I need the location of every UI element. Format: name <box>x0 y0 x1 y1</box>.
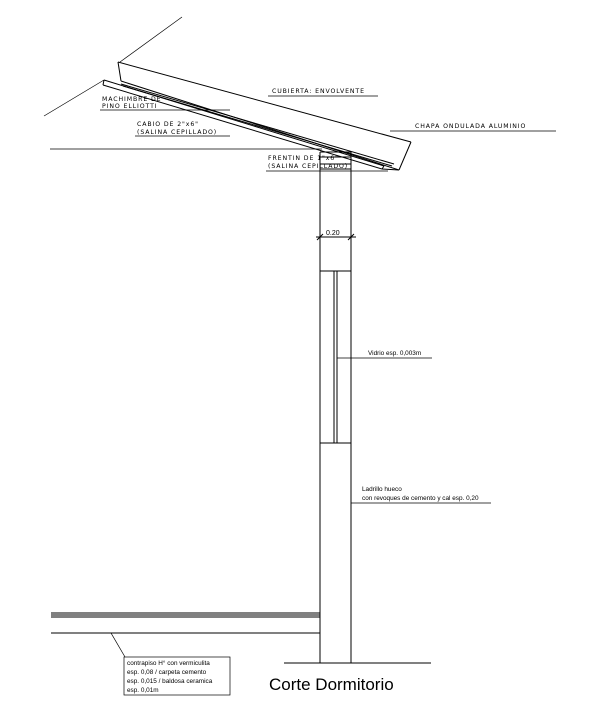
decking-end <box>102 79 105 86</box>
rafter-top <box>120 80 400 171</box>
note-line-1: contrapiso H° con vermiculita <box>127 659 210 667</box>
decking-bottom <box>102 84 383 170</box>
fascia-bottom <box>381 168 400 171</box>
decking-front <box>381 165 385 170</box>
label-vidrio: Vidrio esp. 0,003m <box>368 350 421 357</box>
label-cubierta: CUBIERTA: ENVOLVENTE <box>272 88 365 95</box>
window-frame <box>319 270 352 444</box>
window <box>319 270 352 444</box>
note-line-2: esp. 0,08 / carpeta cemento <box>127 669 207 676</box>
dimension-text: 0.20 <box>326 230 340 237</box>
roof-front-edge <box>398 141 412 171</box>
ceiling-slope-line <box>43 79 105 117</box>
leaders <box>100 95 556 504</box>
dimension-wall: 0.20 <box>316 230 356 241</box>
leader-contrapiso <box>110 632 126 658</box>
label-cabio-2: (SALINA CEPILLADO) <box>137 129 217 136</box>
label-frentin-2: (SALINA CEPILLADO) <box>268 163 348 170</box>
roof-ridge-line <box>119 16 183 63</box>
note-line-3: esp. 0,015 / baldosa ceramica <box>127 678 213 685</box>
annotations: CUBIERTA: ENVOLVENTE MACHIMBRE DE PINO E… <box>102 88 526 502</box>
sheet-layer-1 <box>120 83 395 165</box>
label-machimbre-2: PINO ELLIOTTI <box>102 103 158 110</box>
roof-top-edge <box>117 61 412 143</box>
label-ladrillo-2: con revoques de cemento y cal esp. 0,20 <box>362 495 479 502</box>
floor-note: contrapiso H° con vermiculita esp. 0,08 … <box>110 632 231 696</box>
label-cabio-1: CABIO DE 2"x6" <box>137 121 199 128</box>
note-box <box>123 656 231 696</box>
label-ladrillo-1: Ladrillo hueco <box>362 486 402 493</box>
wall <box>319 151 352 663</box>
label-chapa: CHAPA ONDULADA ALUMINIO <box>415 123 526 130</box>
drawing-title: Corte Dormitorio <box>269 675 394 694</box>
roof <box>43 16 412 171</box>
label-frentin-1: FRENTIN DE 1"x6" <box>268 155 339 162</box>
label-machimbre-1: MACHIMBRE DE <box>102 96 162 103</box>
dimension-tick-left <box>316 233 324 241</box>
floor <box>51 612 431 664</box>
note-line-4: esp. 0,01m <box>127 687 159 694</box>
dimension-tick-right <box>347 233 355 241</box>
roof-back-edge <box>117 61 122 82</box>
